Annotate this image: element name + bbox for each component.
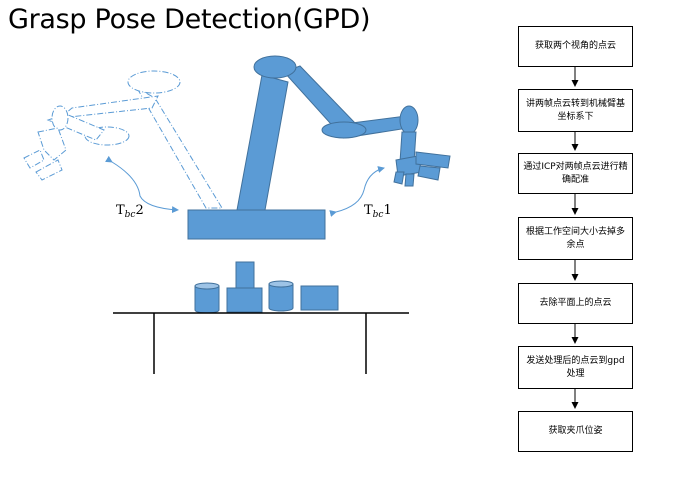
- ghost-robot-arm: [23, 70, 223, 209]
- slide-title: Grasp Pose Detection(GPD): [8, 4, 371, 35]
- robot-elbow-joint: [321, 121, 367, 139]
- robot-finger-right: [417, 165, 441, 181]
- flow-step-transform-to-base: 讲两帧点云转到机械臂基坐标系下: [518, 89, 633, 132]
- ghost-finger-right: [35, 159, 63, 181]
- robot-shoulder-joint: [253, 55, 297, 79]
- robot-upper-link: [236, 74, 289, 211]
- cylinder-object-right: [268, 283, 294, 312]
- ghost-finger-left: [23, 149, 45, 169]
- flow-step-get-gripper-pose: 获取夹爪位姿: [518, 411, 633, 452]
- left-transform-label: Tbc2: [116, 203, 144, 220]
- flow-step-remove-plane: 去除平面上的点云: [518, 283, 633, 324]
- right-transform-label: Tbc1: [364, 203, 392, 220]
- robot-finger-mid: [404, 173, 415, 187]
- flow-step-get-point-clouds: 获取两个视角的点云: [518, 26, 633, 67]
- robot-base: [187, 209, 326, 240]
- table: [113, 312, 409, 374]
- ghost-upper-link: [135, 86, 223, 209]
- box-object-right: [300, 285, 339, 311]
- left-transform-arrow: [105, 155, 179, 214]
- table-objects: [194, 261, 339, 314]
- box-object-top: [235, 261, 255, 289]
- ghost-shoulder-joint: [127, 70, 181, 94]
- right-transform-arrow: [329, 166, 385, 217]
- robot-wrist-joint: [399, 105, 419, 135]
- flow-step-crop-workspace: 根据工作空间大小去掉多余点: [518, 217, 633, 260]
- cylinder-object-left: [194, 285, 220, 314]
- flow-step-send-to-gpd: 发送处理后的点云到gpd处理: [518, 346, 633, 389]
- robot-arm: [187, 55, 451, 240]
- robot-finger-left: [393, 171, 405, 185]
- ghost-forearm-link: [58, 95, 159, 119]
- ghost-wrist-joint: [51, 105, 69, 131]
- box-object-bottom: [226, 287, 263, 313]
- robot-finger-top: [415, 151, 451, 169]
- ghost-gripper: [37, 127, 67, 161]
- flow-step-icp-registration: 通过ICP对两帧点云进行精确配准: [518, 153, 633, 194]
